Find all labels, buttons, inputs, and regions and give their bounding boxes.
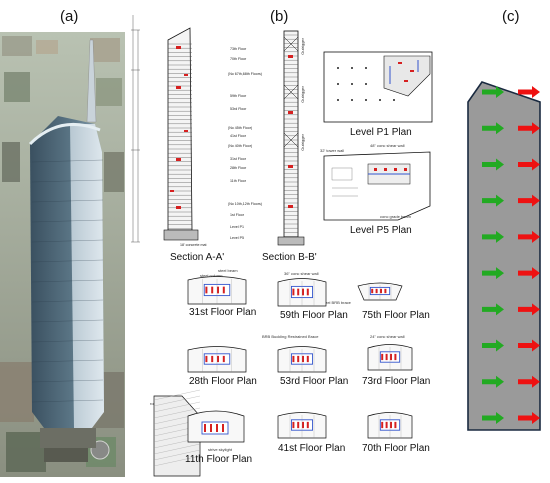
plan-11-drawing [153,389,245,477]
red-arrow [518,412,540,424]
floor-plan-75-caption: 75th Floor Plan [362,310,430,321]
plan-73-drawing [367,344,413,371]
level-p1-plan-drawing [323,51,433,123]
tower-wall-note: 32' tower wall [320,148,345,153]
floor-plan-28-caption: 28th Floor Plan [189,376,257,387]
brb-note: BRB Buckling Restrained Brace [262,334,319,339]
plan-70-drawing [367,412,413,439]
red-arrow [518,230,540,243]
conc-shear-wall-24-note: 24" conc shear wall [370,334,405,339]
floor-plan-11-caption: 11th Floor Plan [185,454,253,465]
green-arrow [482,158,504,171]
panel-label-a: (a) [60,8,79,25]
floor-plan-59-caption: 59th Floor Plan [280,310,348,321]
floor-plan-41-caption: 41st Floor Plan [278,443,346,454]
red-arrow [518,303,540,316]
red-arrow [518,194,540,207]
aa-tag-no6768: (No 67th,68th Floors) [228,72,262,76]
level-p1-caption: Level P1 Plan [350,127,412,138]
aa-tag-no45: (No 45th Floor) [228,126,253,130]
load-diagram [467,81,541,431]
floor-plans-group [153,276,413,477]
outrigger-label-2: Outrigger [300,86,305,103]
conc-grade-beam-note: conc grade beam [380,214,411,219]
red-arrow [518,158,540,171]
aa-tag-no40: (No 40th Floor) [228,144,253,148]
outrigger-label-1: Outrigger [300,38,305,55]
aa-tag-28: 28th Floor [230,166,247,170]
green-arrow [482,267,504,280]
conc-shear-wall-36-note: 36" conc shear wall [284,271,319,276]
conc-shear-wall-48-note: 48" conc shear wall [370,143,405,148]
aa-tag-53: 53rd Floor [230,107,247,111]
section-aa-drawing [131,15,199,243]
level-p5-caption: Level P5 Plan [350,225,412,236]
plan-59-drawing [277,278,327,307]
green-arrow [482,339,504,352]
red-arrow [518,122,540,135]
floor-plan-31-caption: 31st Floor Plan [189,307,257,318]
aa-tag-1st: 1st Floor [230,213,244,217]
aa-tag-73: 73th Floor [230,47,247,51]
section-bb-caption: Section B-B' [262,252,317,263]
red-arrow [518,339,540,352]
strive-skylight-note: strive skylight [208,447,233,452]
red-arrow [518,86,540,98]
level-p5-plan-drawing [323,151,431,221]
outrigger-label-3: Outrigger [300,134,305,151]
plan-41-drawing [277,412,327,439]
plan-28-drawing [187,346,247,373]
green-arrow [482,194,504,207]
building-silhouette [467,81,541,431]
plan-75-drawing [357,282,403,301]
red-arrow [518,375,540,388]
section-bb-drawing [277,30,305,246]
aa-tag-59: 59th Floor [230,94,247,98]
steel-column-note: steel column [200,273,223,278]
tower-photo [0,32,125,477]
aa-tag-31: 31st Floor [230,157,246,161]
steel-beam-note: steel beam [218,268,238,273]
aa-tag-11: 11th Floor [230,179,246,183]
floor-plan-70-caption: 70th Floor Plan [362,443,430,454]
green-arrow [482,122,504,135]
red-arrow [518,267,540,280]
green-arrow [482,303,504,316]
plan-31-drawing [187,276,247,305]
green-arrow [482,375,504,388]
green-arrow [482,230,504,243]
section-aa-caption: Section A-A' [170,252,225,263]
panel-label-b: (b) [270,8,289,25]
plan-53-drawing [277,346,327,373]
aa-tag-70: 70th Floor [230,57,247,61]
aa-tag-41: 41st Floor [230,134,246,138]
floor-plan-53-caption: 53rd Floor Plan [280,376,349,387]
concrete-mat-label: 18' concrete mat [180,243,207,247]
floor-plan-73-caption: 73rd Floor Plan [362,376,431,387]
aa-tag-no1012: (No 10th,12th Floors) [228,202,262,206]
green-arrow [482,412,504,424]
panel-label-c: (c) [502,8,520,25]
green-arrow [482,86,504,98]
aa-tag-p5: Level P5 [230,236,244,240]
steel-brb-brace-note: steel BRB brace [322,300,351,305]
aa-tag-p1: Level P1 [230,225,244,229]
